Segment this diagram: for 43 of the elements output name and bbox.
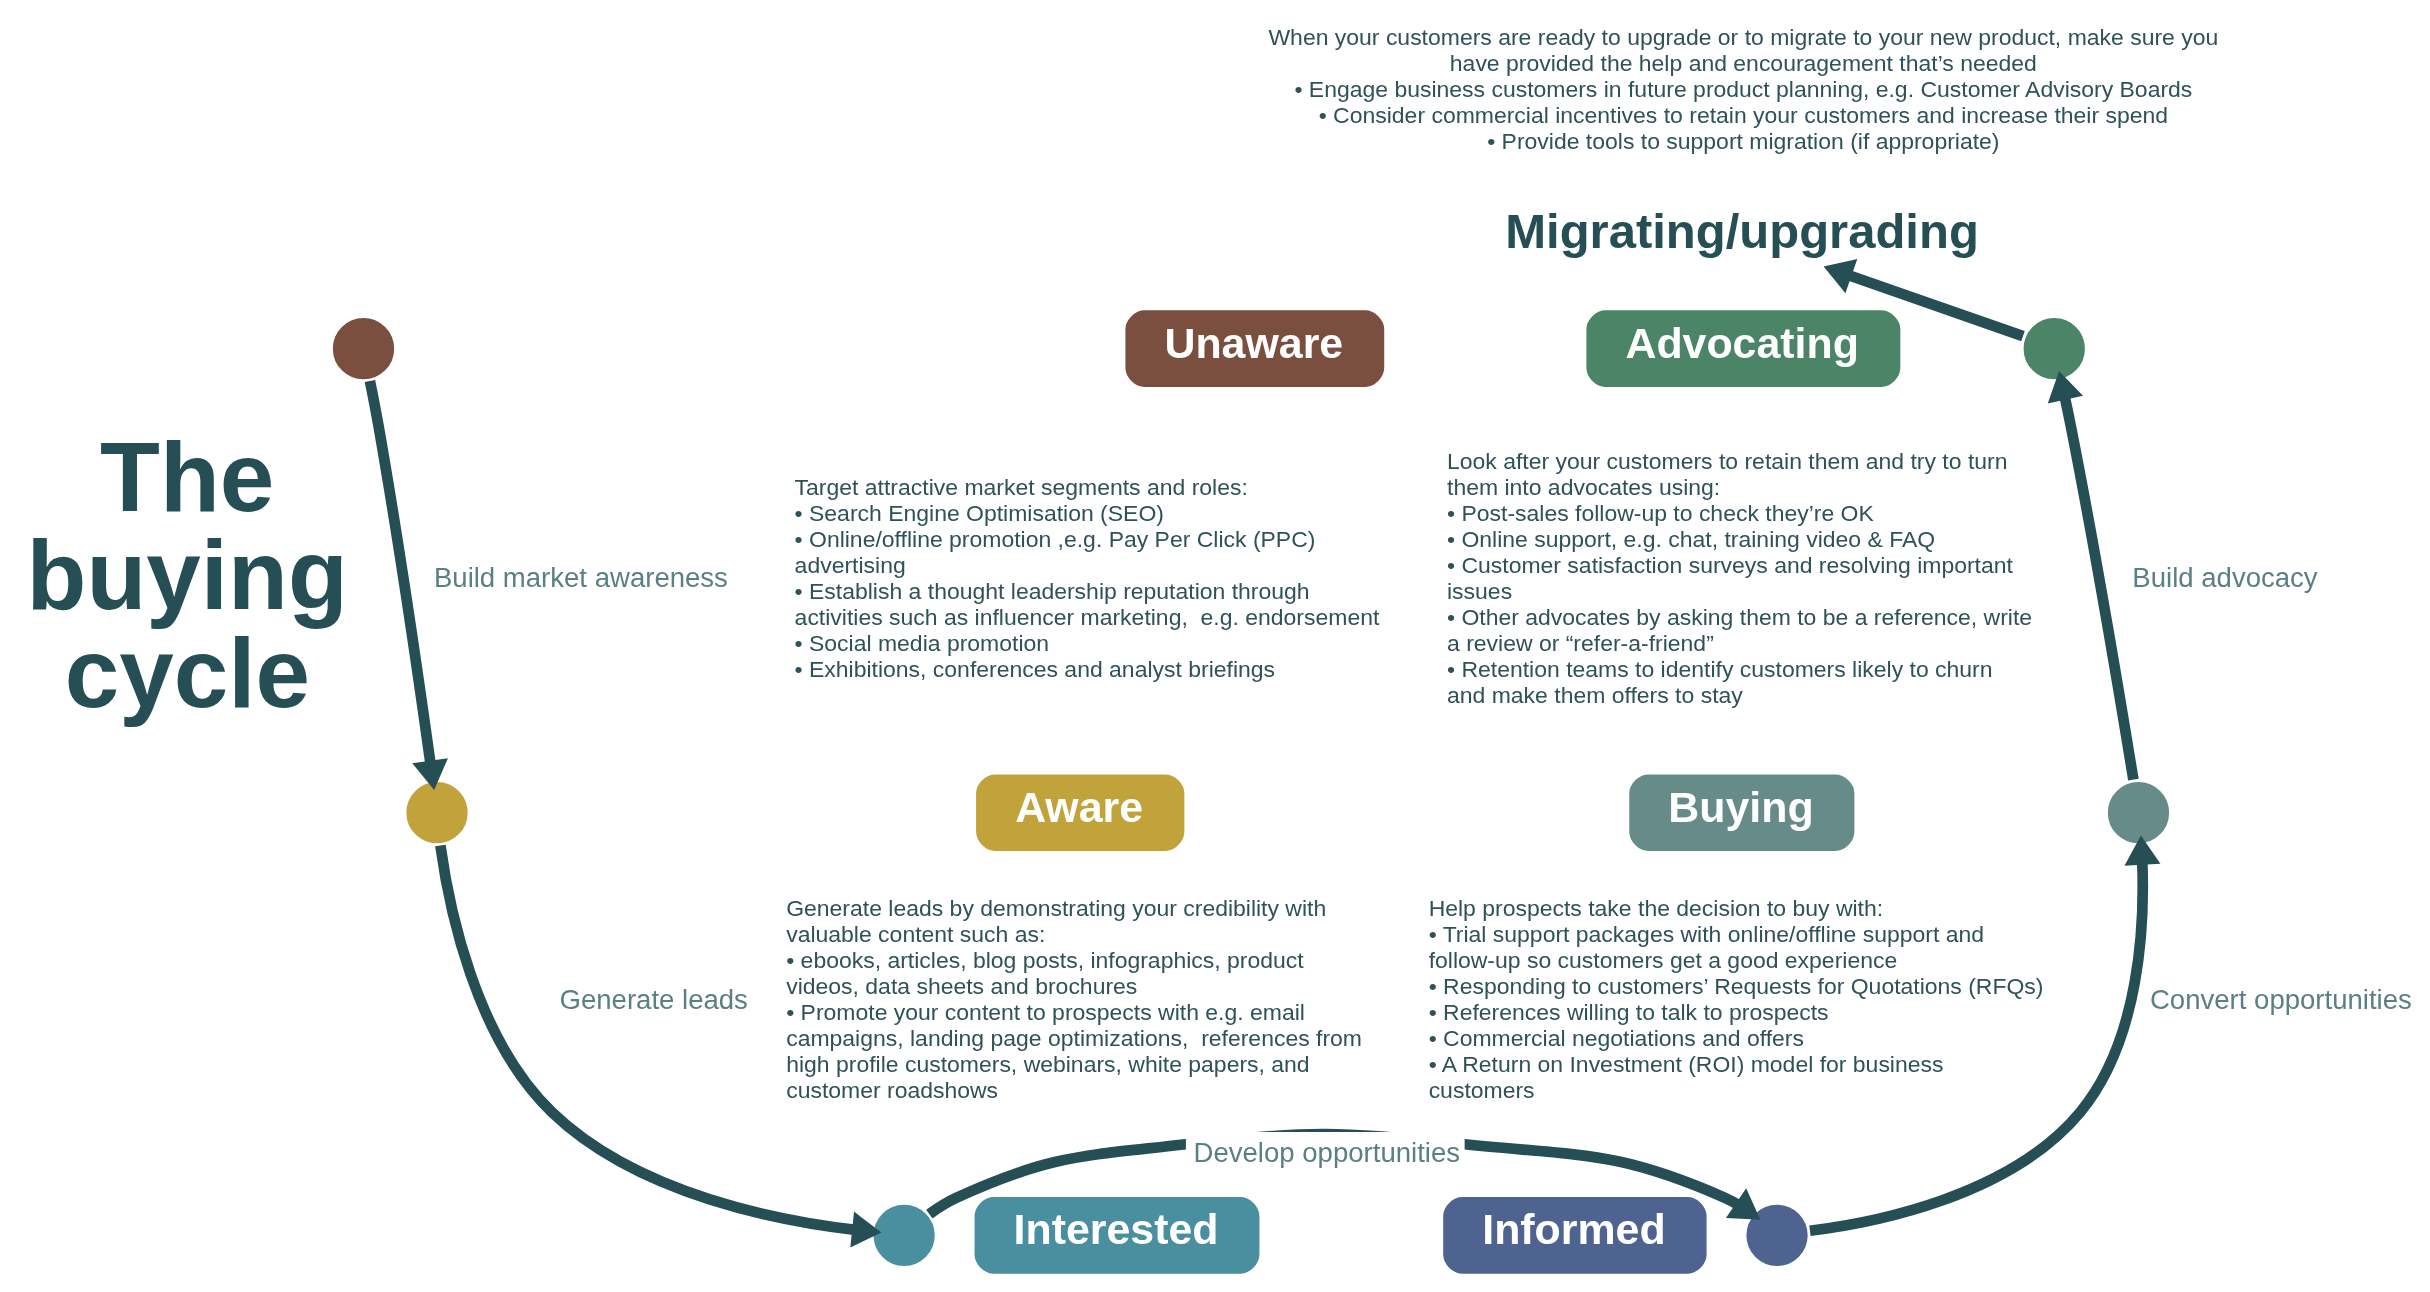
node-box: Aware — [976, 773, 1185, 851]
node-label: When your customers are ready to upgrade or to migrate to your new product, make sure you have provided the help and encouragement that’s needed — [1268, 23, 2219, 76]
node-label: Generate leads by demonstrating your credibility with valuable content such as: — [786, 894, 1327, 947]
edge-label: Build advocacy — [2132, 561, 2318, 593]
arrow — [2047, 370, 2139, 781]
node-label: • Responding to customers’ Requests for Quotations (RFQs) — [1428, 972, 2044, 999]
node-label: • Commercial negotiations and offers — [1428, 1024, 1804, 1051]
node-box: Informed — [1443, 1196, 1707, 1274]
arrow — [364, 379, 448, 790]
node-label: • Retention teams to identify customers likely to churn and make them offers to stay — [1447, 655, 1993, 708]
edge-label: Build market awareness — [433, 561, 728, 593]
edge-label: Convert opportunities — [2149, 983, 2412, 1015]
node-label: • Customer satisfaction surveys and resolving important issues — [1447, 551, 2013, 604]
node-label: • ebooks, articles, blog posts, infographics, product videos, data sheets and brochures — [786, 946, 1304, 999]
node-box: Unaware — [1125, 309, 1385, 387]
node-label: • Post-sales follow-up to check they’re OK — [1447, 499, 1874, 526]
label: The buying cycle — [26, 421, 348, 728]
node-label: • Other advocates by asking them to be a reference, write a review or “refer-a-friend” — [1447, 603, 2033, 656]
node-label: Look after your customers to retain them and try to turn them into advocates using: — [1447, 447, 2008, 500]
arrow — [1823, 258, 2025, 341]
node-box: Interested — [974, 1196, 1260, 1274]
arrow — [1809, 834, 2161, 1236]
arrow — [435, 844, 882, 1247]
node-label: Target attractive market segments and roles: — [794, 473, 1248, 500]
node-box: Buying — [1629, 773, 1855, 851]
node-label: • Engage business customers in future product planning, e.g. Customer Advisory Boards — [1294, 75, 2193, 102]
node-label: • Search Engine Optimisation (SEO) — [794, 499, 1164, 526]
edge-label: Generate leads — [559, 983, 748, 1015]
node-label: • Trial support packages with online/offline support and follow-up so customers get a good experience — [1428, 920, 1985, 973]
node-label: • Promote your content to prospects with e.g. email campaigns, landing page optimizations, references from high profile customers, webinars, white papers, and customer roadshows — [786, 998, 1362, 1103]
node-label: • Online support, e.g. chat, training video & FAQ — [1447, 525, 1936, 552]
node-label: • A Return on Investment (ROI) model for business customers — [1428, 1050, 1944, 1103]
node-text: Migrating/upgrading — [1505, 203, 1979, 258]
node-label: • Online/offline promotion ,e.g. Pay Per Click (PPC) advertising — [794, 525, 1316, 578]
node-label: • Social media promotion — [794, 629, 1050, 656]
node-label: • Consider commercial incentives to retain your customers and increase their spend — [1318, 101, 2169, 128]
node-label: Help prospects take the decision to buy with: — [1428, 894, 1884, 921]
node-label: • Provide tools to support migration (if appropriate) — [1487, 127, 2000, 154]
node-box: Advocating — [1586, 309, 1901, 387]
node-label: • Establish a thought leadership reputation through activities such as influencer marketing, e.g. endorsement — [794, 577, 1380, 630]
edge-label: Develop opportunities — [1193, 1136, 1461, 1168]
node-label: • Exhibitions, conferences and analyst briefings — [794, 655, 1276, 682]
node-label: • References willing to talk to prospects — [1428, 998, 1829, 1025]
